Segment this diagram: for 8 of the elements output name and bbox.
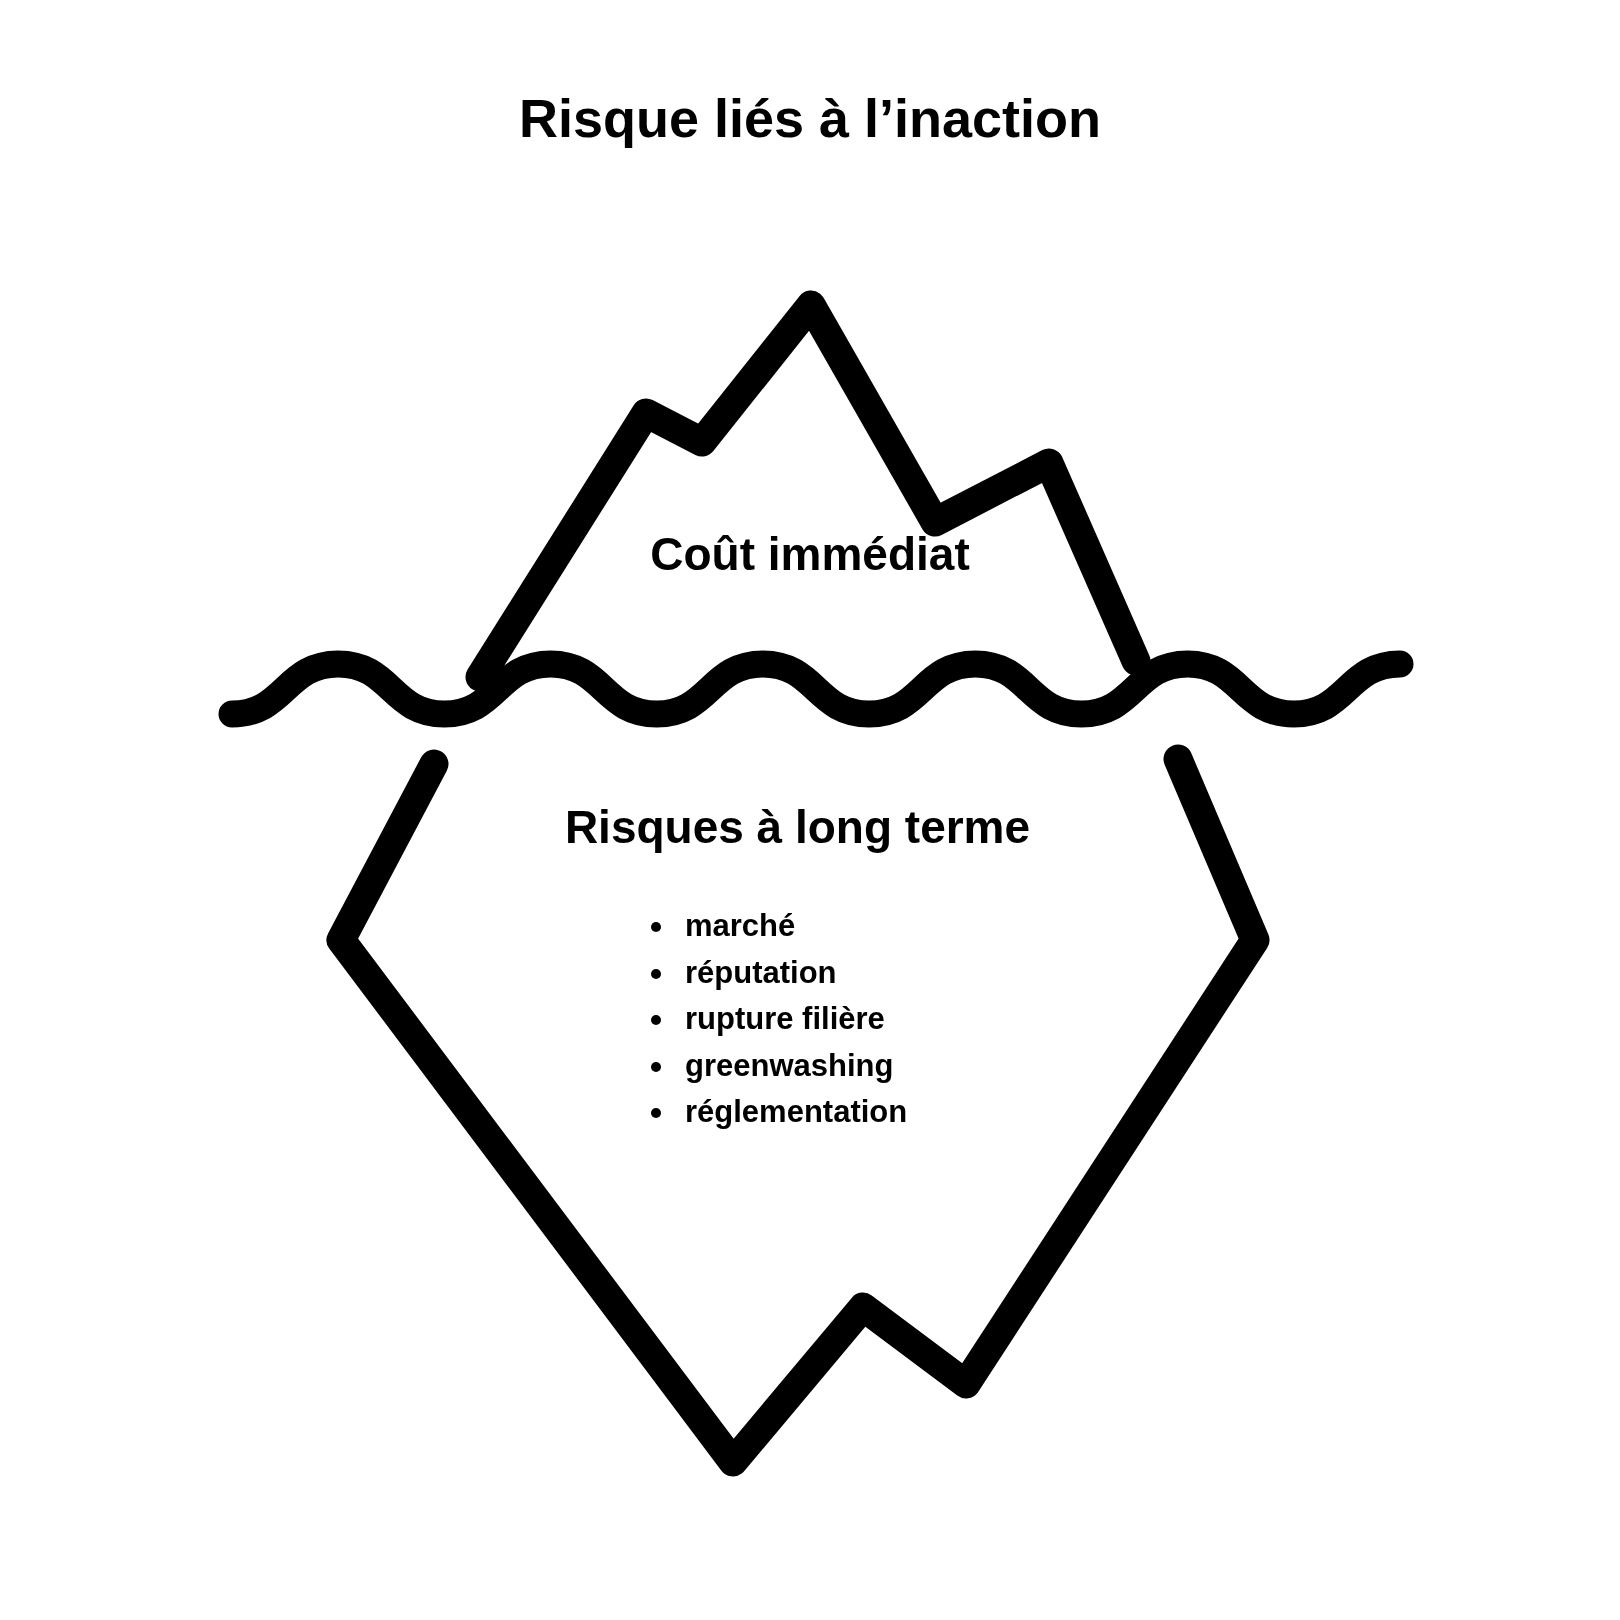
list-item: greenwashing — [651, 1042, 908, 1089]
section-heading: Coût immédiat — [650, 527, 970, 582]
list-item: rupture filière — [651, 996, 908, 1043]
list-item: marché — [651, 903, 908, 950]
list-item: réglementation — [651, 1089, 908, 1136]
section-heading: Risques à long terme — [564, 800, 1031, 855]
title: Risque liés à l’inaction — [518, 87, 1102, 150]
list-item: réputation — [651, 949, 908, 996]
